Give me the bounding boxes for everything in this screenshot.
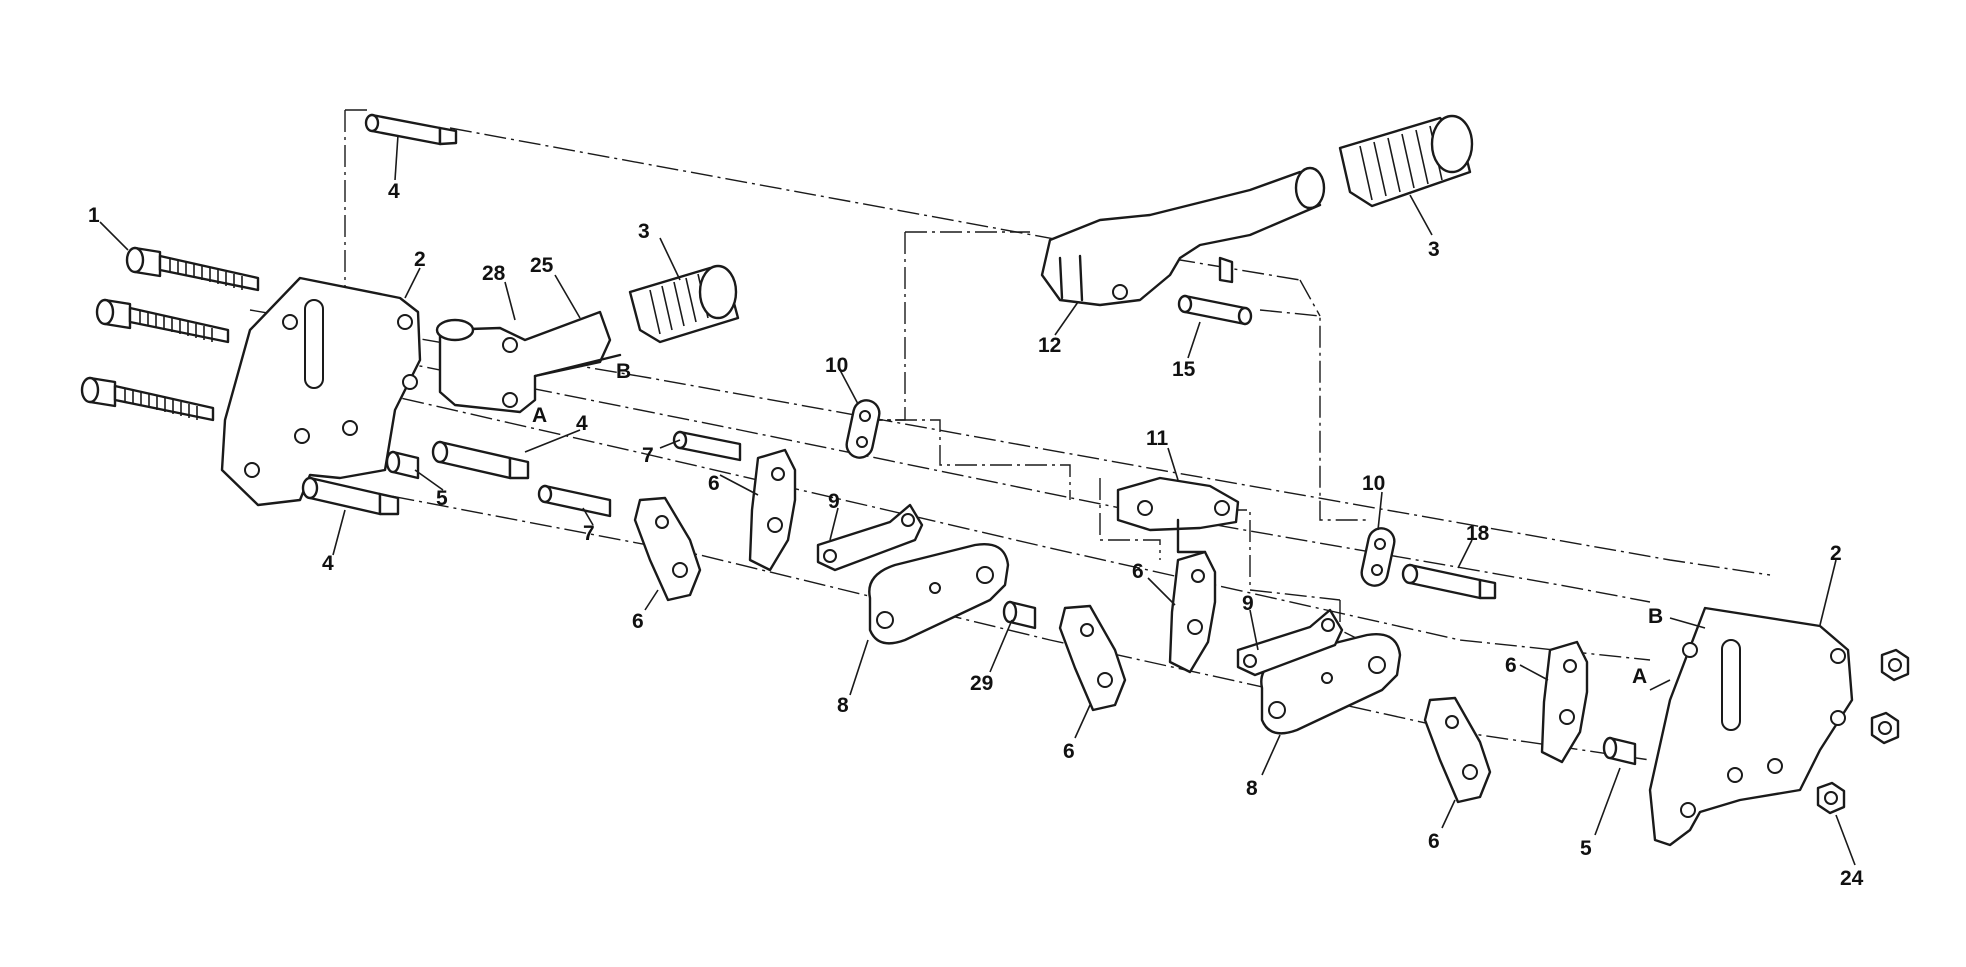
cam-plate-6c (1058, 604, 1127, 712)
small-link-9b (1236, 608, 1344, 677)
label-10-right: 10 (1362, 472, 1385, 495)
cam-plate-6b (748, 448, 797, 572)
label-A-right: A (1632, 665, 1647, 688)
label-4-mid: 4 (576, 412, 588, 435)
leader-lines (99, 134, 1856, 866)
lever-handle-12 (1040, 166, 1326, 307)
label-3-right: 3 (1428, 238, 1440, 261)
bushing-5-left (385, 450, 420, 480)
label-2-right: 2 (1830, 542, 1842, 565)
link-10-left (845, 399, 881, 459)
label-11: 11 (1146, 427, 1169, 450)
label-A-left: A (532, 404, 547, 427)
label-8-right: 8 (1246, 777, 1258, 800)
small-link-9a (816, 503, 924, 572)
label-6-b: 6 (632, 610, 644, 633)
label-25: 25 (530, 254, 554, 277)
link-10-right (1360, 527, 1396, 587)
label-5-right: 5 (1580, 837, 1592, 860)
label-4-low: 4 (322, 552, 334, 575)
label-4-top: 4 (388, 180, 400, 203)
label-2-left: 2 (414, 248, 426, 271)
assembly-center-lines (249, 109, 1771, 761)
pin-4-top (364, 113, 458, 146)
pin-7-upper (672, 430, 742, 462)
label-5-left: 5 (436, 487, 448, 510)
hex-nut-24b (1870, 711, 1900, 745)
cam-plate-6a (633, 496, 702, 602)
pin-4-low (301, 476, 400, 516)
label-6-c: 6 (1063, 740, 1075, 763)
cap-screw-1b (95, 298, 230, 344)
label-7-lower: 7 (583, 522, 595, 545)
side-plate-left (220, 276, 422, 507)
bushing-5-right (1602, 736, 1637, 766)
spring-grip-right (1338, 114, 1474, 208)
label-18: 18 (1466, 522, 1490, 545)
cap-screw-1c (80, 376, 215, 422)
pivot-block-11 (1116, 476, 1240, 554)
rocker-link-8a (868, 543, 1010, 645)
label-9-right: 9 (1242, 592, 1254, 615)
cam-plate-6f (1540, 640, 1589, 764)
label-10-left: 10 (825, 354, 848, 377)
label-9-left: 9 (828, 490, 840, 513)
hex-nut-24a (1880, 648, 1910, 682)
label-6-f: 6 (1505, 654, 1517, 677)
pin-4-mid (431, 440, 530, 480)
pin-15 (1177, 294, 1253, 326)
label-B-left: B (616, 360, 631, 383)
label-6-e: 6 (1428, 830, 1440, 853)
label-6-a: 6 (708, 472, 720, 495)
label-29: 29 (970, 672, 993, 695)
pin-18 (1401, 563, 1497, 600)
clamp-block-28 (435, 310, 622, 414)
cam-plate-6e (1423, 696, 1492, 804)
cam-plate-6d (1168, 550, 1217, 674)
spring-grip-left (628, 264, 740, 344)
callout-labels: 1 2 28 25 3 4 B A 4 5 4 7 7 6 10 9 6 8 2… (88, 180, 1864, 890)
hex-nut-24c (1816, 781, 1846, 815)
pin-7-lower (537, 484, 612, 518)
label-15: 15 (1172, 358, 1196, 381)
label-6-d: 6 (1132, 560, 1144, 583)
label-3-left: 3 (638, 220, 650, 243)
side-plate-right (1648, 606, 1854, 847)
spacer-29 (1002, 600, 1037, 630)
cap-screw-1a (125, 246, 260, 292)
label-12: 12 (1038, 334, 1061, 357)
label-1: 1 (88, 204, 100, 227)
label-8-left: 8 (837, 694, 849, 717)
label-24: 24 (1840, 867, 1864, 890)
label-B-right: B (1648, 605, 1663, 628)
label-28: 28 (482, 262, 506, 285)
label-7-upper: 7 (642, 444, 654, 467)
